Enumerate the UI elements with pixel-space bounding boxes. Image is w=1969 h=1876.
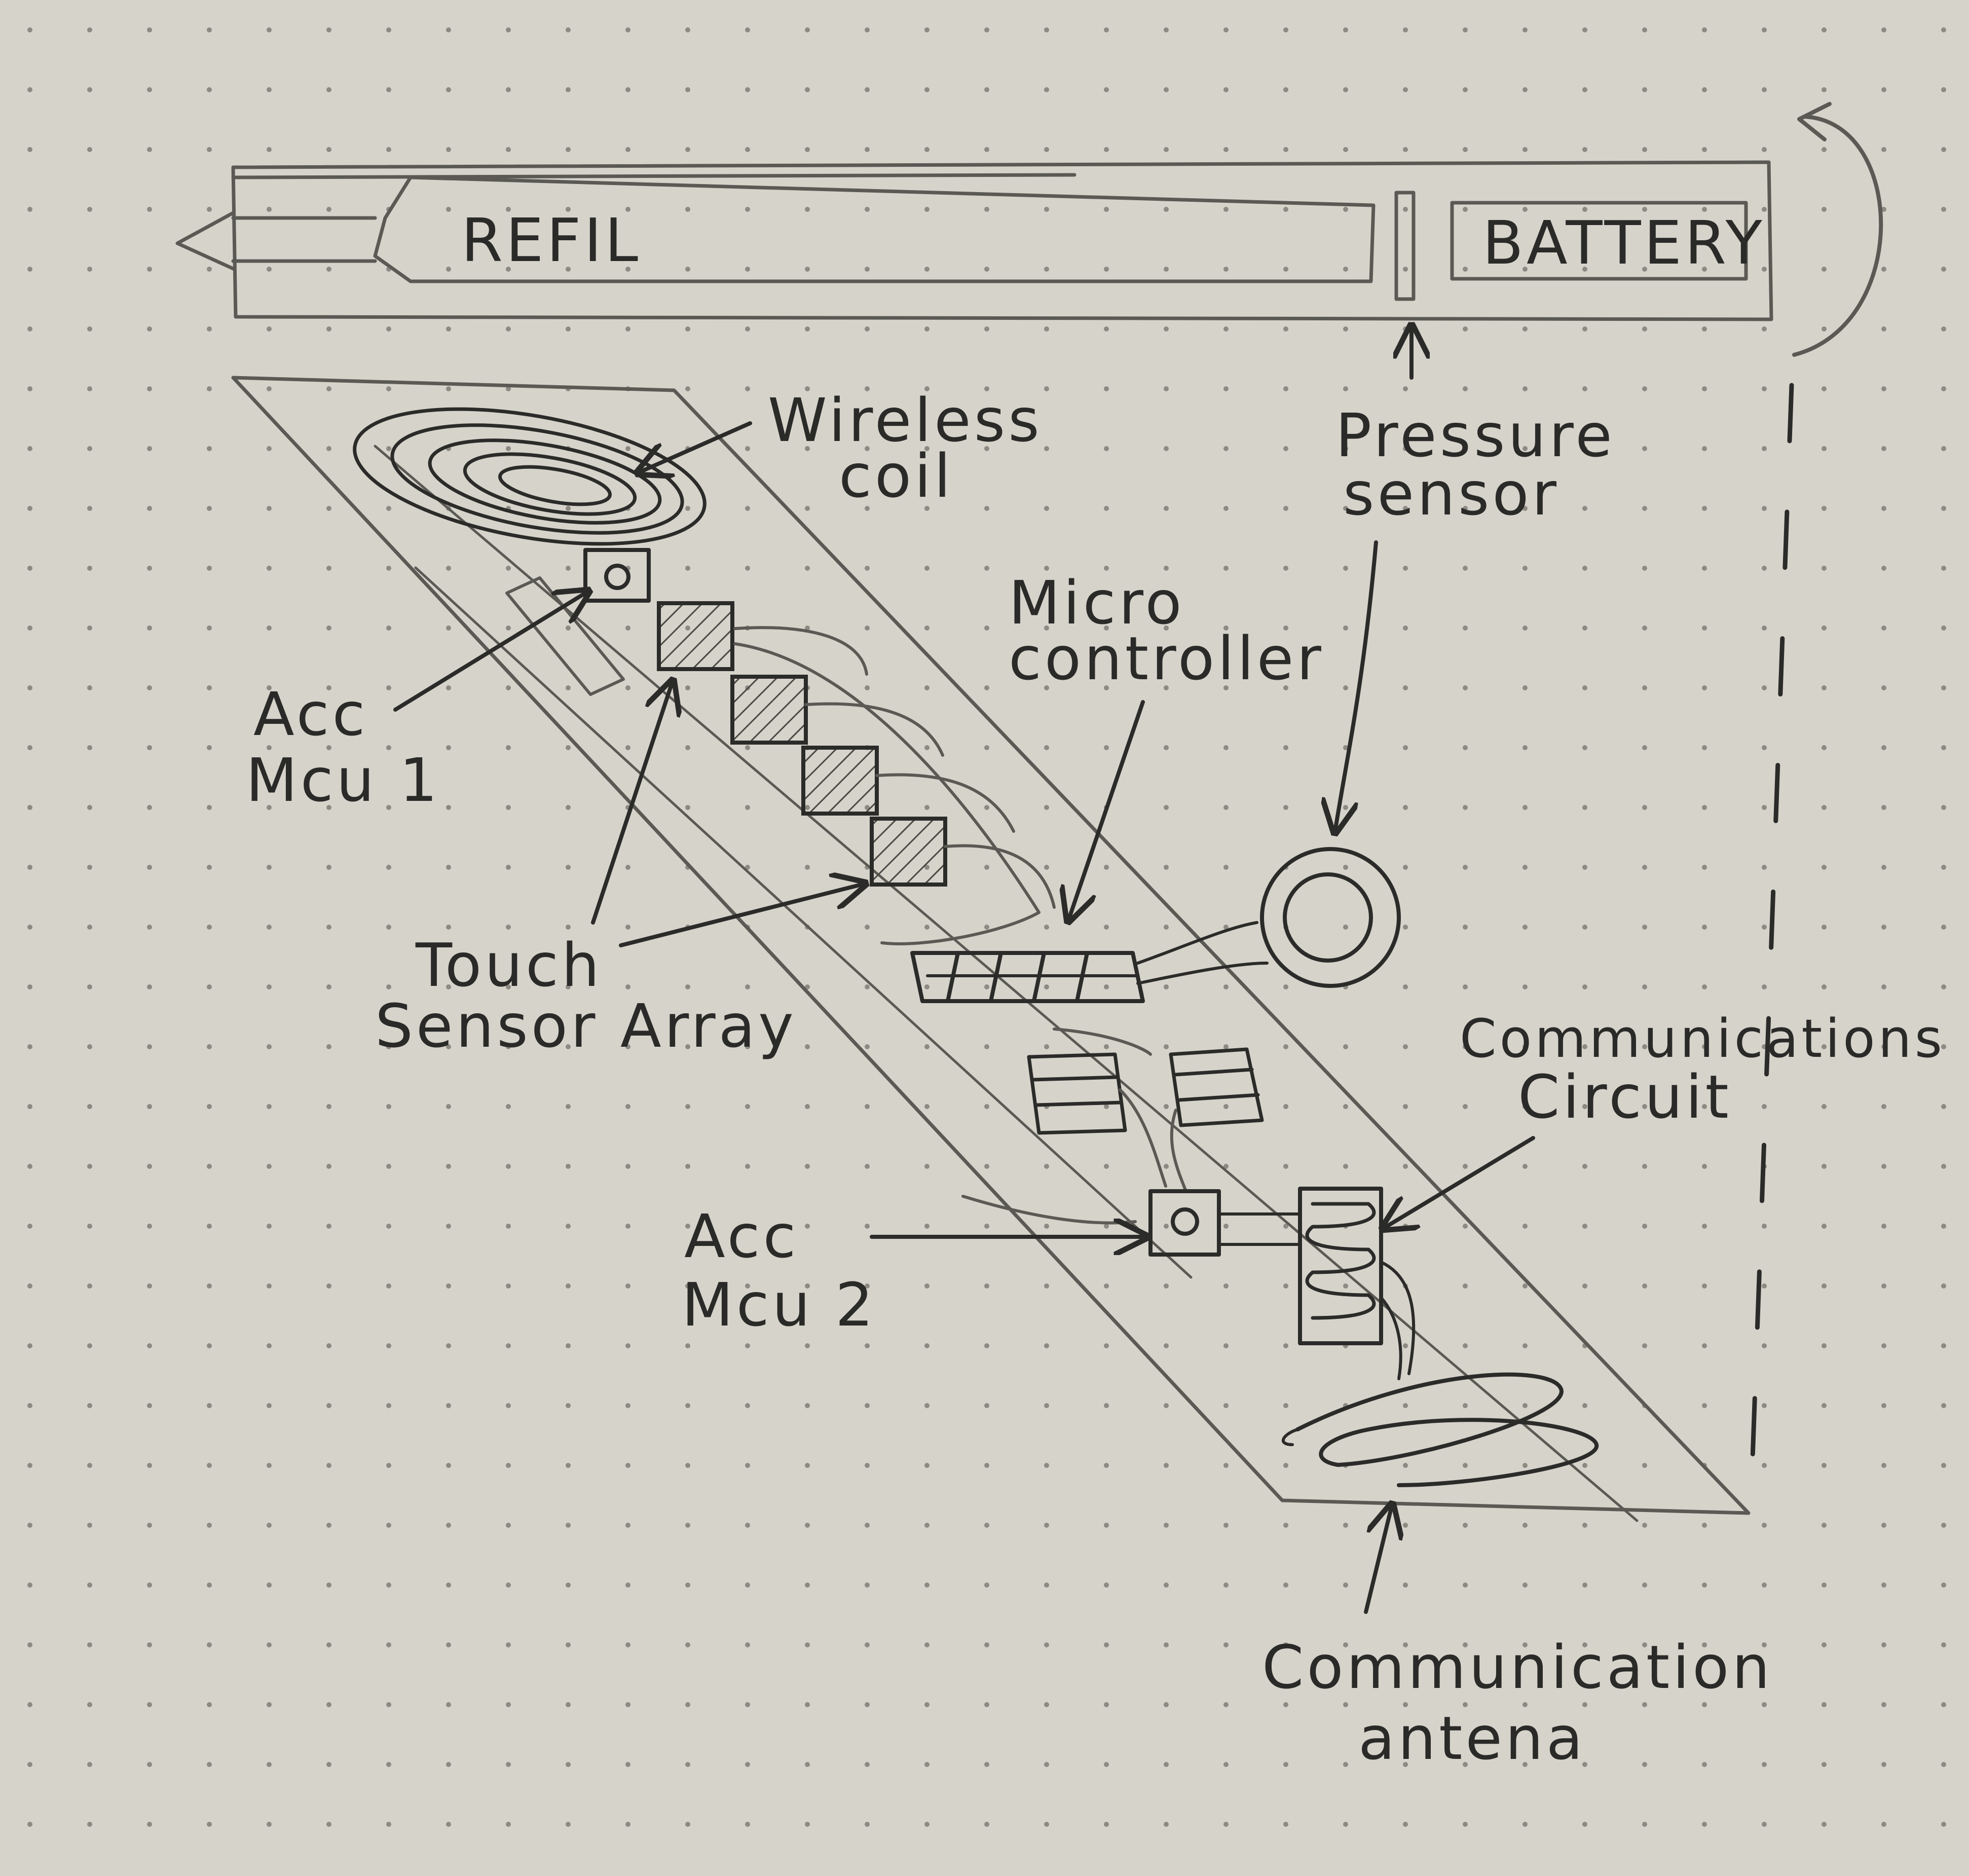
label-arrows [393, 329, 1535, 1614]
label-acc-mcu-2-line2: Mcu 2 [682, 1270, 876, 1340]
touch-traces [733, 626, 1056, 945]
refill-tube [373, 175, 1376, 283]
label-pressure-sensor-line2: sensor [1343, 459, 1559, 529]
label-microcontroller-line1: Micro [1009, 568, 1185, 638]
touch-pad-4 [870, 817, 947, 887]
small-chip-left [1027, 1052, 1127, 1135]
communications-circuit [1298, 1187, 1416, 1380]
rotation-arrow [1792, 115, 1883, 357]
touch-pad-3 [801, 746, 879, 816]
touch-pad-1 [657, 601, 734, 671]
pen-pressure-sensor [1394, 191, 1416, 301]
battery-cell [1450, 201, 1748, 281]
label-pressure-sensor-line1: Pressure [1335, 400, 1615, 470]
touch-pad-2 [730, 675, 808, 745]
pen-tip [175, 211, 235, 271]
pen-body [175, 102, 1883, 357]
label-communications-circuit-line1: Communications [1460, 1008, 1945, 1070]
battery-label: BATTERY [1482, 208, 1765, 278]
label-communication-antenna-line1: Communication [1262, 1632, 1773, 1702]
label-touch-sensor-array-line2: Sensor Array [375, 991, 797, 1061]
small-chip-right [1169, 1047, 1264, 1127]
touch-sensor-array [657, 601, 947, 887]
label-wireless-coil-line1: Wireless [768, 385, 1043, 455]
flex-pcb-outline [231, 376, 1751, 1522]
unrolled-guide-line [1749, 383, 1794, 1503]
side-component [505, 576, 625, 696]
wireless-coil [353, 407, 707, 546]
label-wireless-coil-line2: coil [839, 441, 954, 511]
label-communications-circuit-line2: Circuit [1518, 1062, 1732, 1132]
acc-mcu-1-chip [583, 548, 651, 603]
label-acc-mcu-1-line1: Acc [253, 679, 368, 749]
refill-label: REFIL [461, 205, 641, 275]
communication-antenna [1281, 1372, 1599, 1487]
label-touch-sensor-array-line1: Touch [415, 930, 603, 1000]
label-microcontroller-line2: controller [1009, 623, 1324, 693]
microcontroller-chip [910, 951, 1145, 1003]
label-communication-antenna-line2: antena [1358, 1703, 1586, 1773]
pressure-sensor-pad [1136, 847, 1401, 988]
label-acc-mcu-1-line2: Mcu 1 [246, 745, 440, 815]
label-acc-mcu-2-line1: Acc [684, 1201, 799, 1271]
acc-mcu-2-chip [1148, 1189, 1299, 1257]
